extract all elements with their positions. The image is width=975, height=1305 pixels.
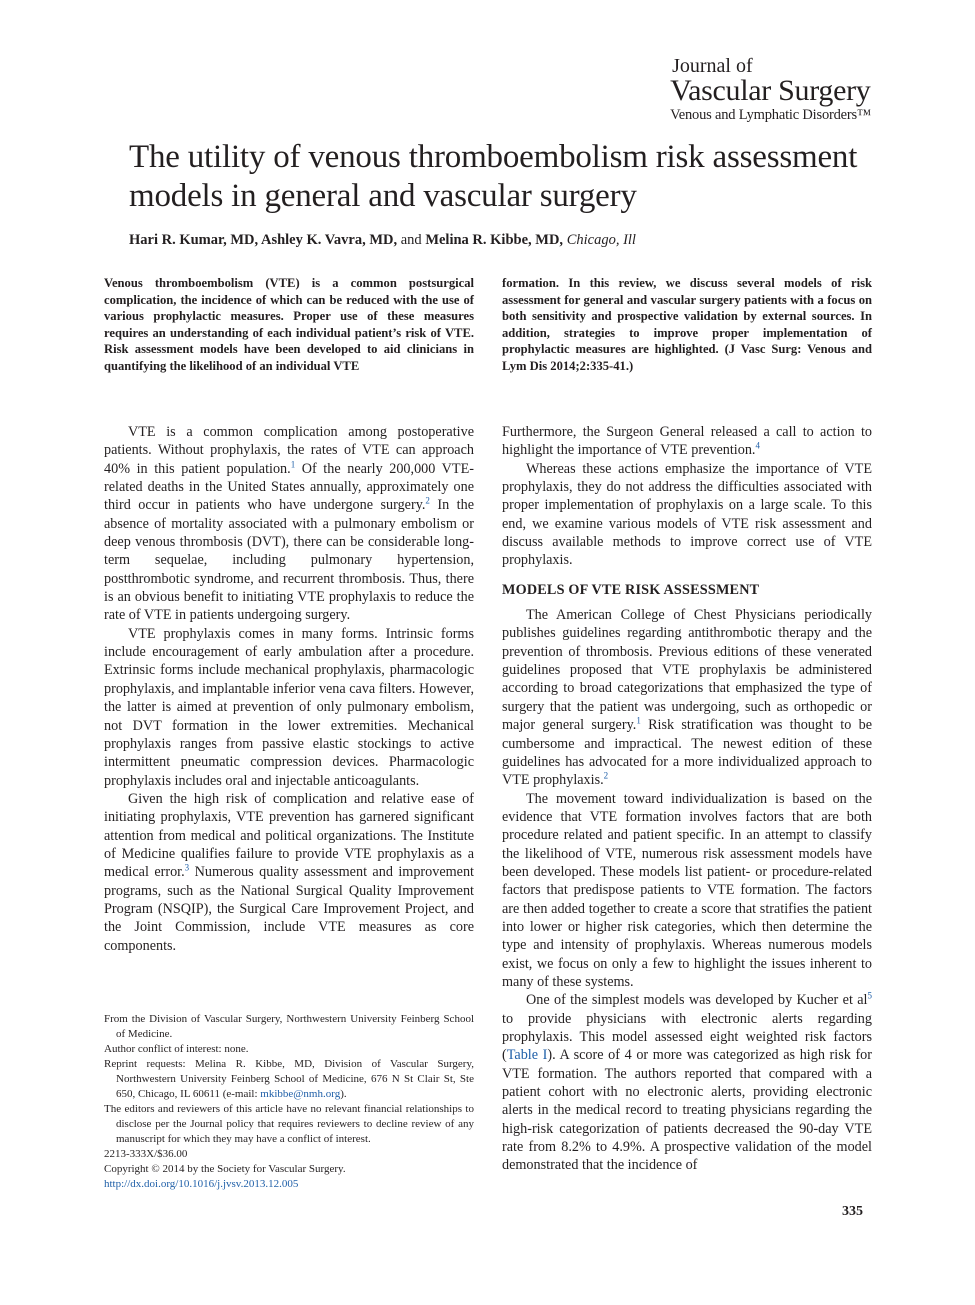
- body-column-right: Furthermore, the Surgeon General release…: [502, 423, 872, 1175]
- article-title: The utility of venous thromboembolism ri…: [129, 139, 858, 214]
- footnotes: From the Division of Vascular Surgery, N…: [104, 1012, 474, 1192]
- author-location: Chicago, Ill: [563, 232, 636, 248]
- paragraph: One of the simplest models was developed…: [502, 990, 873, 1174]
- paragraph: The American College of Chest Physicians…: [502, 607, 873, 789]
- citation-link[interactable]: 4: [755, 440, 760, 451]
- email-link[interactable]: mkibbe@nmh.org: [260, 1088, 341, 1100]
- journal-logo-line1: Journal of: [672, 55, 753, 77]
- paragraph: Furthermore, the Surgeon General release…: [502, 424, 872, 459]
- citation-link[interactable]: 1: [636, 715, 641, 726]
- paragraph: VTE prophylaxis comes in many forms. Int…: [104, 625, 474, 789]
- table-link[interactable]: Table I: [506, 1047, 548, 1064]
- journal-logo-line2: Vascular Surgery: [670, 74, 871, 107]
- footnote-copyright: Copyright © 2014 by the Society for Vasc…: [104, 1163, 346, 1175]
- paragraph: Given the high risk of complication and …: [104, 790, 474, 954]
- journal-logo: Journal of Vascular Surgery Venous and L…: [670, 56, 871, 124]
- author-last: Melina R. Kibbe, MD,: [425, 232, 564, 248]
- abstract-left: Venous thromboembolism (VTE) is a common…: [104, 276, 474, 373]
- citation-link[interactable]: 2: [425, 495, 430, 506]
- page-number: 335: [842, 1204, 863, 1219]
- citation-link[interactable]: 5: [867, 990, 873, 1001]
- paragraph: Whereas these actions emphasize the impo…: [502, 460, 872, 569]
- footnote-issn: 2213-333X/$36.00: [104, 1148, 188, 1160]
- author-line: Hari R. Kumar, MD, Ashley K. Vavra, MD, …: [129, 232, 636, 249]
- author-names: Hari R. Kumar, MD, Ashley K. Vavra, MD,: [129, 232, 398, 248]
- footnote-conflict: Author conflict of interest: none.: [104, 1043, 249, 1055]
- author-conjunction: and: [397, 232, 426, 248]
- section-heading: MODELS OF VTE RISK ASSESSMENT: [502, 581, 760, 598]
- doi-link[interactable]: http://dx.doi.org/10.1016/j.jvsv.2013.12…: [104, 1178, 299, 1190]
- footnote-editors: The editors and reviewers of this articl…: [104, 1103, 474, 1145]
- journal-logo-line3: Venous and Lymphatic Disorders™: [670, 107, 871, 123]
- paragraph: VTE is a common complication among posto…: [104, 424, 474, 624]
- footnote-reprint: Reprint requests: Melina R. Kibbe, MD, D…: [104, 1058, 474, 1100]
- body-column-left: VTE is a common complication among posto…: [104, 423, 474, 955]
- footnote-affiliation: From the Division of Vascular Surgery, N…: [104, 1013, 474, 1040]
- citation-link[interactable]: 3: [184, 862, 190, 873]
- citation-link[interactable]: 2: [603, 770, 609, 781]
- paragraph: The movement toward individualization is…: [502, 790, 872, 990]
- citation-link[interactable]: 1: [290, 458, 296, 469]
- abstract-right: formation. In this review, we discuss se…: [502, 276, 872, 373]
